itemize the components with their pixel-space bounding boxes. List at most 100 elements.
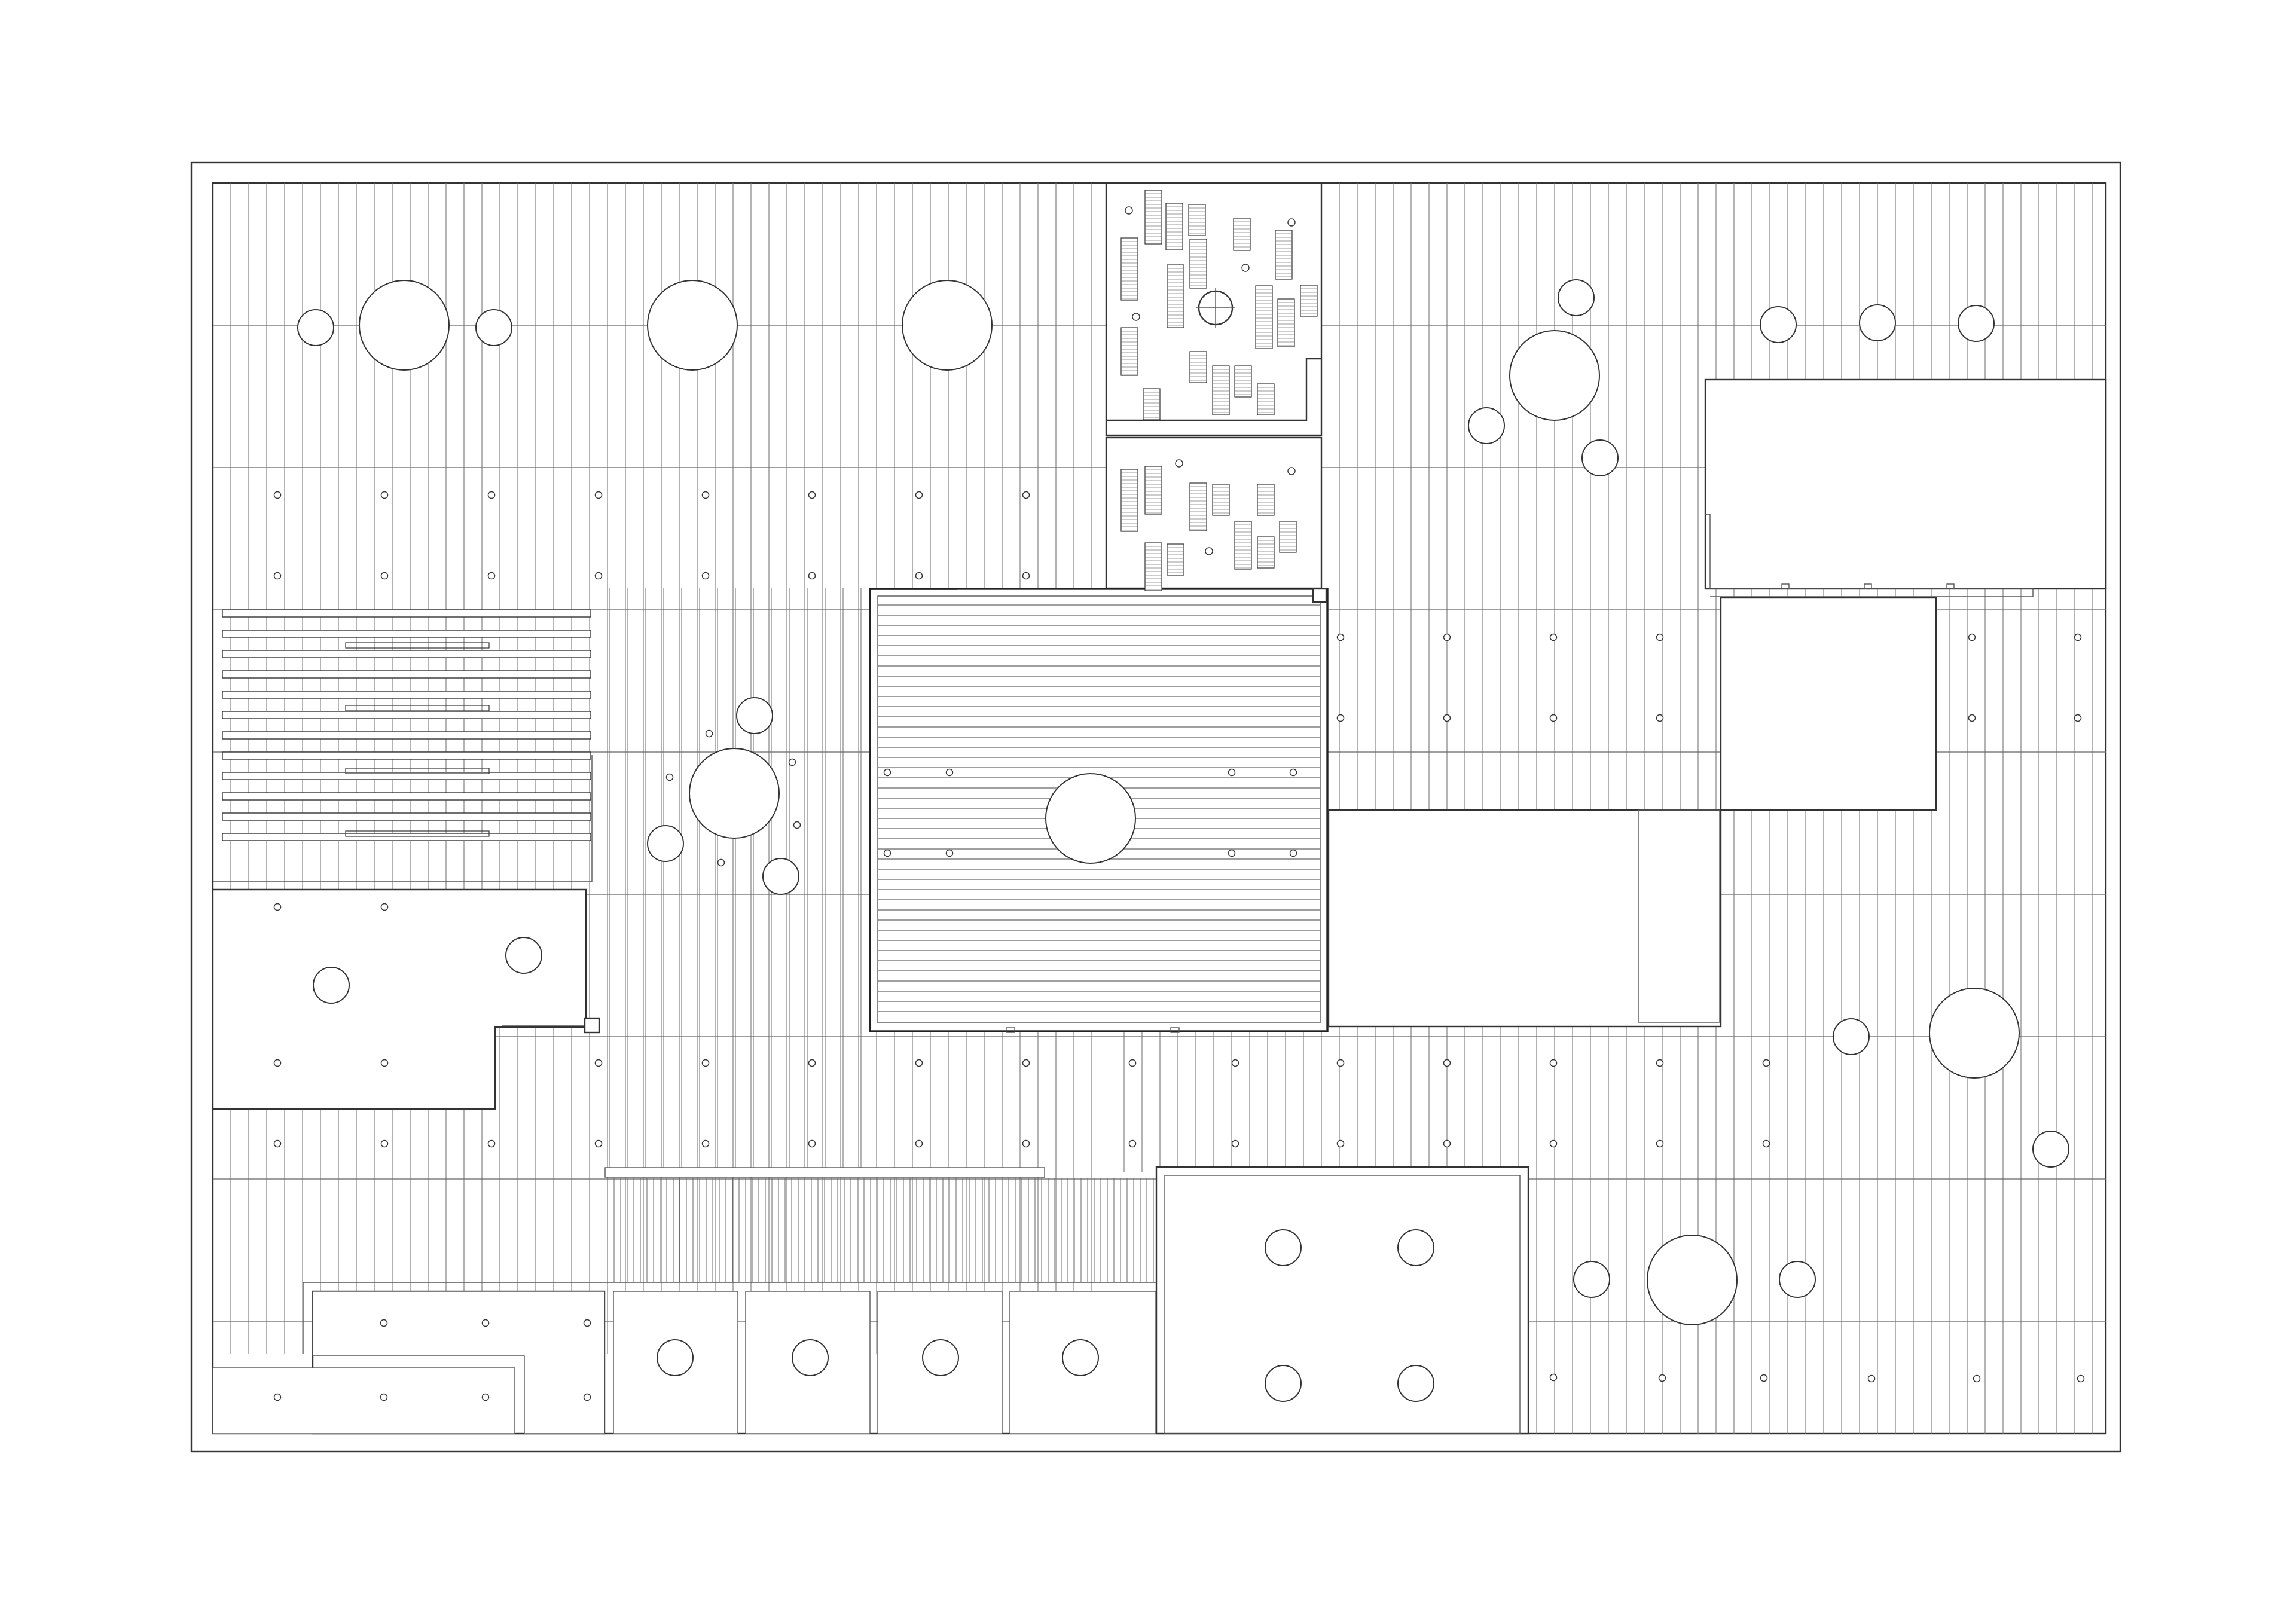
post-marker — [1022, 491, 1030, 499]
south-pavilion — [1155, 1166, 1529, 1435]
corner-post — [1312, 588, 1327, 603]
post-marker — [915, 572, 923, 580]
tree-symbol — [1779, 1261, 1816, 1298]
post-marker — [481, 1319, 490, 1327]
post-marker — [883, 849, 891, 857]
west-garden-edge — [213, 755, 593, 882]
post-marker — [945, 768, 954, 777]
post-marker — [705, 729, 713, 738]
post-marker — [1022, 1059, 1030, 1067]
court-inner-edge — [1106, 358, 1321, 421]
bleacher-step — [222, 691, 591, 699]
post-marker — [380, 1319, 388, 1327]
planting-bed — [1257, 484, 1275, 516]
post-marker — [487, 491, 496, 499]
post-marker — [1228, 768, 1236, 777]
post-marker — [1022, 1139, 1030, 1148]
post-markers — [273, 491, 2085, 1401]
post-marker — [594, 572, 603, 580]
court-post — [1287, 467, 1296, 475]
south-pavilion-inner — [1164, 1175, 1521, 1434]
tree-symbol — [1833, 1018, 1870, 1055]
post-marker — [945, 849, 954, 857]
planting-bed — [1188, 204, 1206, 236]
planting-bed — [1234, 365, 1252, 398]
planting-bed — [1144, 542, 1162, 591]
tree-symbol — [1573, 1261, 1610, 1298]
post-marker — [2077, 1374, 2085, 1383]
post-marker — [2074, 633, 2082, 641]
post-marker — [2074, 714, 2082, 722]
planting-bed — [1120, 237, 1138, 301]
post-marker — [915, 1059, 923, 1067]
post-marker — [701, 1059, 710, 1067]
planting-bed — [1189, 482, 1207, 531]
post-marker — [1336, 714, 1345, 722]
bleacher-step — [222, 792, 591, 801]
planting-bed — [1189, 239, 1207, 289]
post-marker — [1549, 1373, 1558, 1382]
post-marker — [594, 1139, 603, 1148]
bleacher-step — [222, 812, 591, 821]
post-marker — [273, 1393, 282, 1401]
post-marker — [487, 1139, 496, 1148]
planting-bed — [1234, 521, 1252, 570]
pavilion-slats — [878, 604, 1320, 1012]
court-post — [1205, 547, 1213, 555]
post-marker — [1658, 1374, 1666, 1382]
bleacher-step — [222, 731, 591, 740]
planting-bed — [1165, 203, 1183, 250]
south-bridge-slats — [607, 1178, 1154, 1282]
post-marker — [701, 1139, 710, 1148]
post-marker — [594, 491, 603, 499]
post-marker — [1762, 1139, 1770, 1148]
east-step — [1864, 583, 1872, 589]
tree-symbol — [2032, 1131, 2069, 1168]
tree-symbol — [762, 858, 799, 895]
post-marker — [273, 491, 282, 499]
post-marker — [273, 572, 282, 580]
court-post — [1287, 218, 1296, 227]
west-bleachers — [222, 609, 591, 841]
post-marker — [808, 491, 816, 499]
planting-bed — [1277, 298, 1295, 347]
post-marker — [1336, 1139, 1345, 1148]
tree-symbol — [657, 1339, 694, 1376]
post-marker — [487, 572, 496, 580]
planting-bed — [1300, 285, 1318, 317]
post-marker — [1973, 1374, 1981, 1383]
post-marker — [665, 773, 674, 781]
post-marker — [273, 903, 282, 911]
tree-symbol — [902, 280, 993, 371]
planting-bed — [1144, 190, 1162, 245]
structures — [212, 182, 2107, 1435]
post-marker — [380, 491, 389, 499]
post-marker — [1549, 1059, 1558, 1067]
post-marker — [1867, 1374, 1876, 1383]
post-marker — [1443, 633, 1451, 641]
south-terrace-edge — [303, 1282, 1156, 1354]
court-post — [1175, 459, 1183, 468]
post-marker — [915, 491, 923, 499]
post-marker — [1968, 714, 1976, 722]
east-step — [1946, 583, 1955, 589]
post-marker — [1968, 633, 1976, 641]
post-marker — [380, 1059, 389, 1067]
post-marker — [717, 858, 725, 867]
post-marker — [1336, 1059, 1345, 1067]
post-marker — [788, 758, 796, 766]
tree-symbol — [1859, 304, 1896, 341]
tree-symbol — [689, 748, 780, 839]
post-marker — [883, 768, 891, 777]
post-marker — [793, 821, 801, 829]
tree-symbol — [647, 280, 738, 371]
tree-symbol — [1558, 279, 1595, 316]
bleacher-step — [222, 833, 591, 841]
post-marker — [1443, 714, 1451, 722]
tree-symbol — [1265, 1365, 1302, 1402]
post-marker — [481, 1393, 490, 1401]
post-marker — [1549, 633, 1558, 641]
tree-symbol — [1397, 1229, 1434, 1266]
tree-symbol — [1265, 1229, 1302, 1266]
planting-bed — [1257, 383, 1275, 415]
